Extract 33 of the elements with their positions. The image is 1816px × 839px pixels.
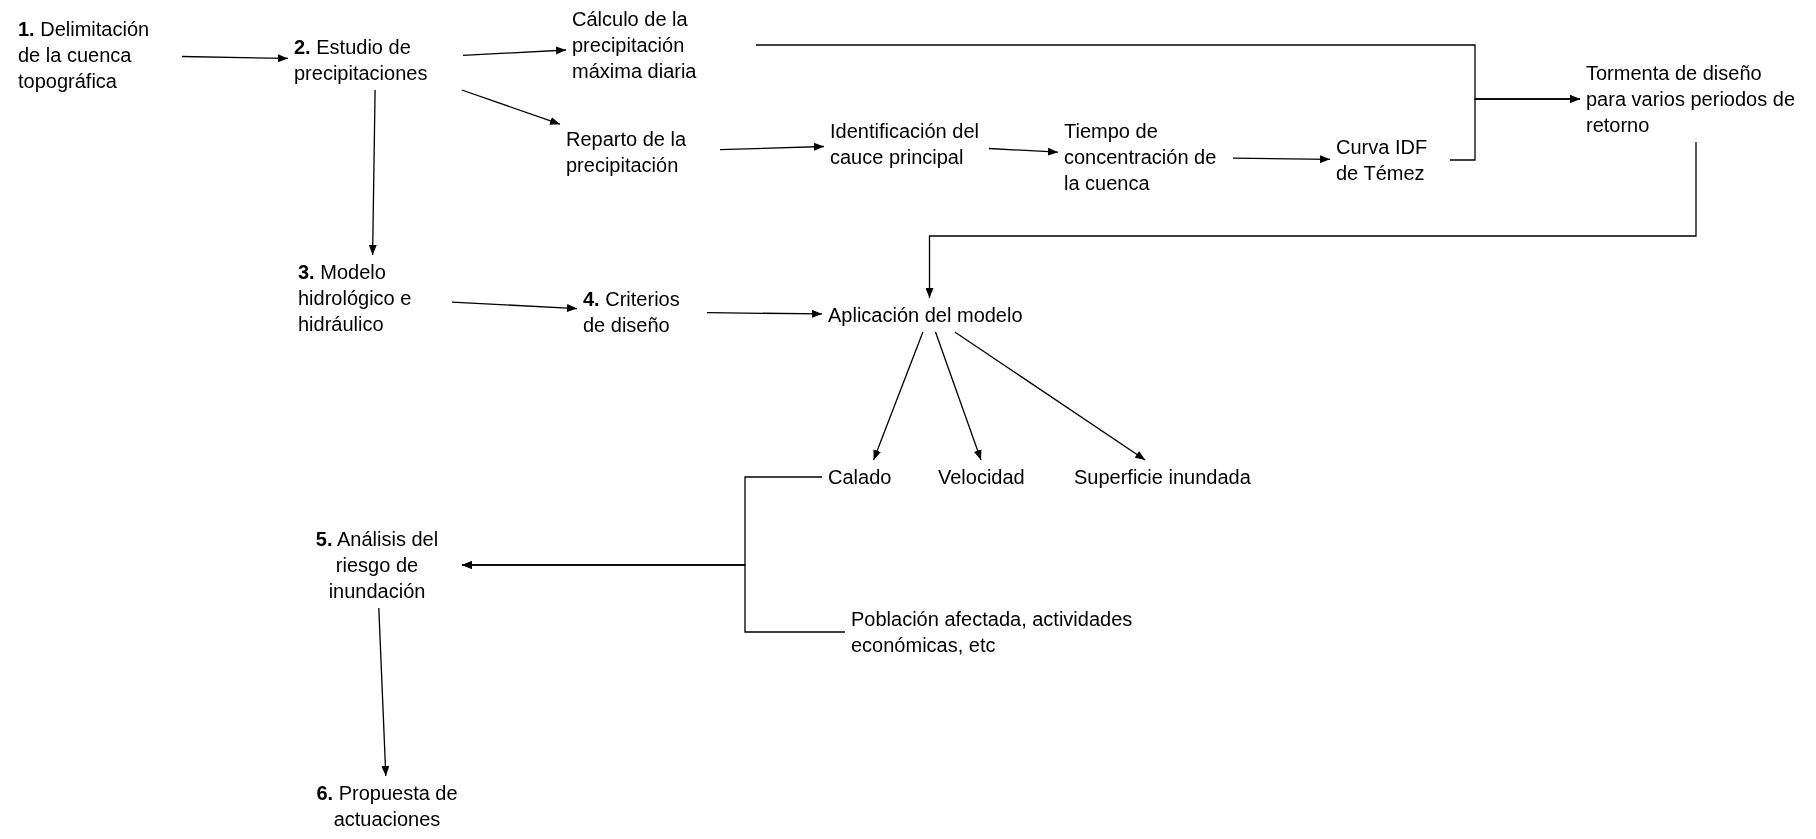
arrow (934, 331, 982, 461)
step-text: 4. Criterios de diseño (583, 287, 681, 338)
step-text: Velocidad (938, 465, 1026, 490)
arrow (719, 142, 825, 151)
arrow (872, 331, 924, 461)
step-text: 2. Estudio de precipitaciones (294, 35, 429, 86)
step-text: Reparto de la precipitación (566, 127, 688, 178)
step-text: Curva IDF de Témez (1336, 135, 1429, 186)
step-text: Cálculo de la precipitación máxima diaria (572, 7, 698, 84)
arrow (462, 46, 567, 57)
step-text: 6. Propuesta de actuaciones (315, 781, 459, 832)
step-text: 3. Modelo hidrológico e hidráulico (298, 260, 413, 337)
arrow (461, 89, 561, 125)
step-text: 5. Análisis del riesgo de inundación (314, 527, 440, 604)
arrow (368, 89, 377, 256)
arrow (378, 607, 390, 777)
step-text: 1. Delimitación de la cuenca topográfica (18, 17, 151, 94)
step-text: Aplicación del modelo (828, 303, 1024, 328)
step-text: Población afectada, actividades económicas, etc (851, 607, 1134, 658)
arrow (461, 561, 846, 633)
arrow (181, 54, 289, 63)
arrow (954, 331, 1146, 461)
step-text: Tiempo de concentración de la cuenca (1064, 119, 1218, 196)
arrow (925, 141, 1697, 299)
arrow (988, 147, 1059, 156)
step-text: Identificación del cauce principal (830, 119, 980, 170)
arrow (1232, 155, 1331, 164)
arrow (706, 309, 823, 318)
arrow (1449, 95, 1581, 161)
step-text: Superficie inundada (1074, 465, 1252, 490)
arrow (451, 301, 578, 313)
step-text: Tormenta de diseño para varios periodos de retorno (1586, 61, 1796, 138)
step-text: Calado (828, 465, 893, 490)
